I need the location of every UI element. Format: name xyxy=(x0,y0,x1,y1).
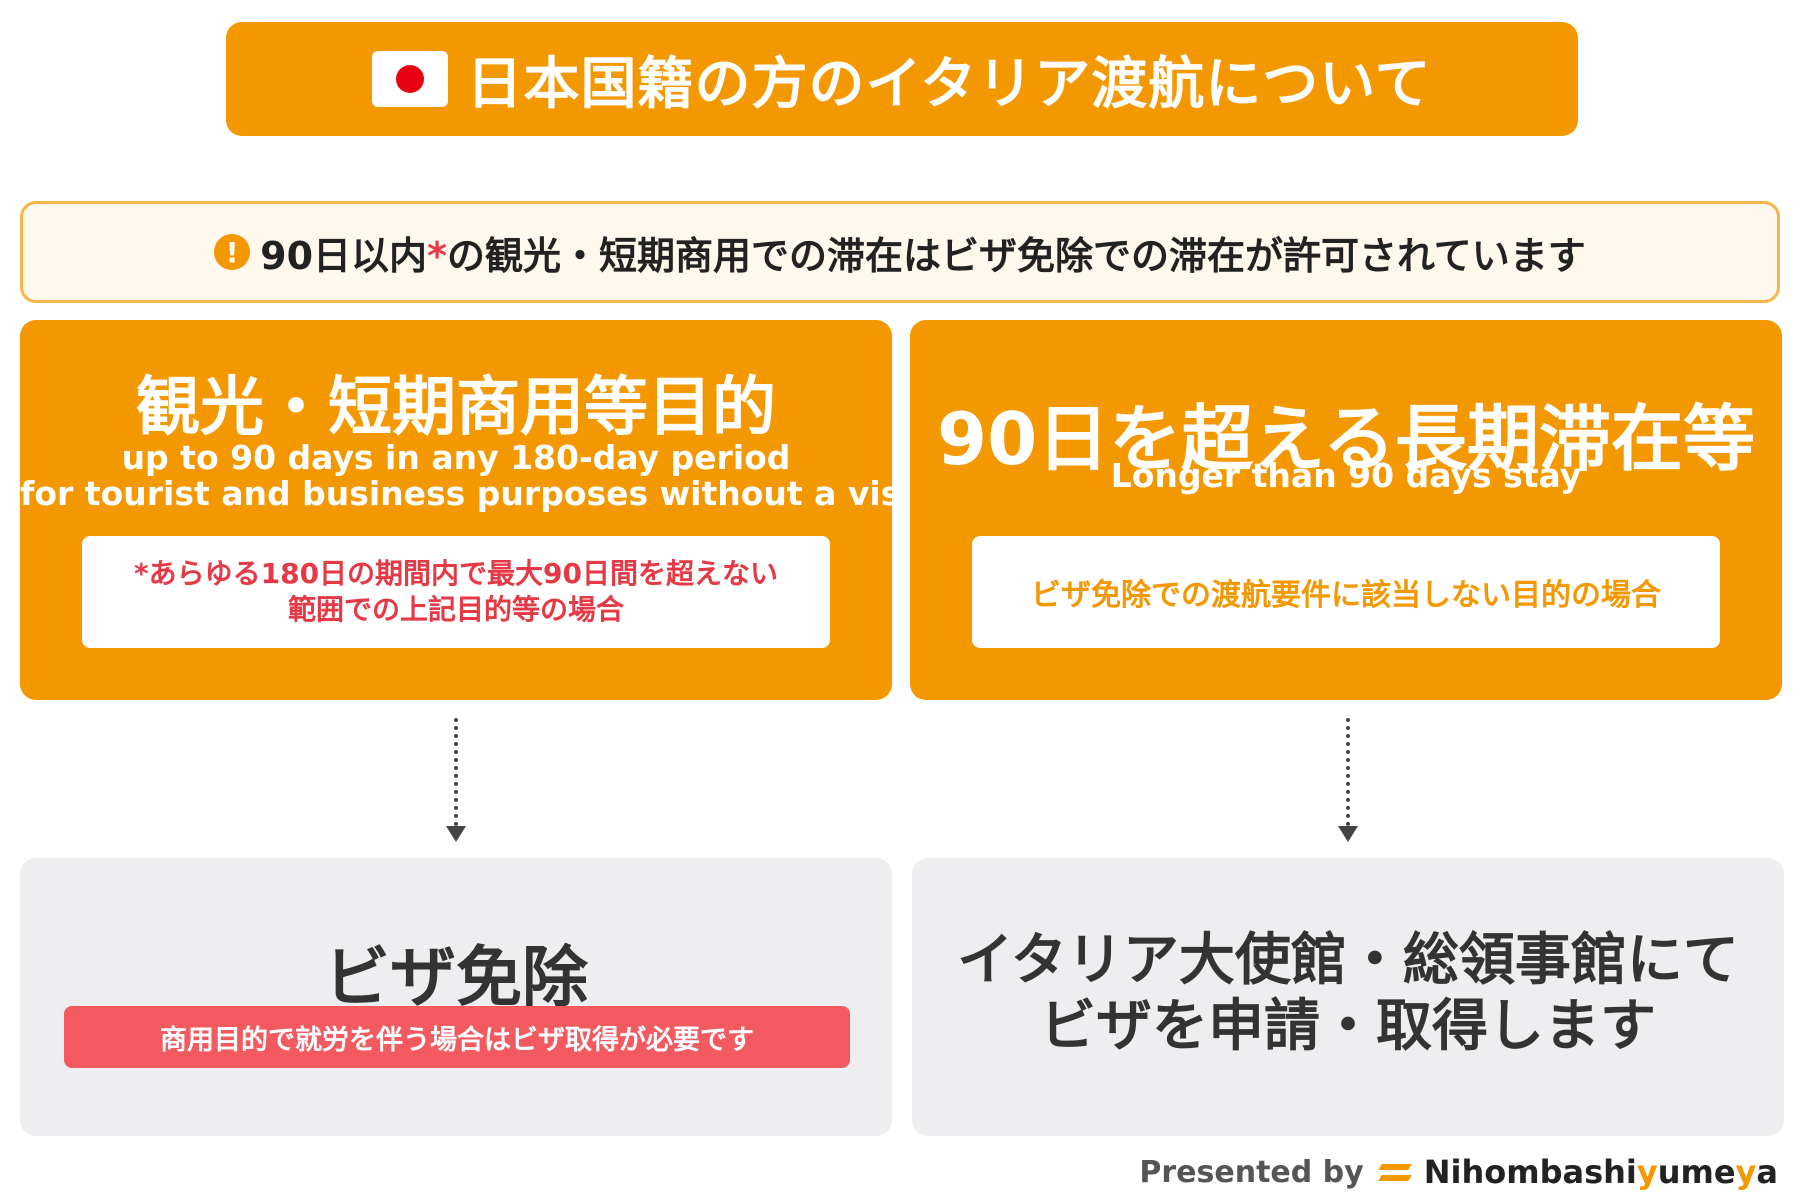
arrow-down-left-icon xyxy=(446,718,466,848)
notice-banner: ! 90日以内*の観光・短期商用での滞在はビザ免除での滞在が許可されています xyxy=(20,201,1780,303)
brand-part-4: y xyxy=(1735,1153,1757,1191)
visa-apply-line-2: ビザを申請・取得します xyxy=(1040,994,1656,1059)
brand-name: Nihombashiyumeya xyxy=(1424,1153,1778,1191)
brand-logo-icon xyxy=(1376,1156,1412,1188)
notice-text-before: 90日以内 xyxy=(260,233,428,278)
short-stay-subtitle-2: for tourist and business purposes withou… xyxy=(20,474,923,513)
short-stay-box: 観光・短期商用等目的 up to 90 days in any 180-day … xyxy=(20,320,923,700)
short-stay-title: 観光・短期商用等目的 xyxy=(136,371,776,445)
visa-apply-text: イタリア大使館・総領事館にて ビザを申請・取得します xyxy=(912,928,1784,1060)
arrow-down-right-icon xyxy=(1338,718,1358,848)
notice-text: 90日以内*の観光・短期商用での滞在はビザ免除での滞在が許可されています xyxy=(260,225,1586,280)
visa-apply-result-box: イタリア大使館・総領事館にて ビザを申請・取得します xyxy=(912,858,1784,1136)
visa-exempt-title: ビザ免除 xyxy=(324,939,588,1016)
brand-part-2: y xyxy=(1636,1153,1658,1191)
short-stay-note-line-2: 範囲での上記目的等の場合 xyxy=(287,593,624,626)
brand-part-3: ume xyxy=(1657,1153,1736,1191)
notice-star: * xyxy=(427,233,447,278)
footer-credit: Presented by Nihombashiyumeya xyxy=(1139,1150,1778,1194)
page-title: 日本国籍の方のイタリア渡航について xyxy=(466,51,1432,117)
long-stay-subtitle: Longer than 90 days stay xyxy=(1110,456,1582,495)
japan-flag-icon xyxy=(372,51,449,107)
visa-apply-line-1: イタリア大使館・総領事館にて xyxy=(957,928,1739,993)
brand-part-5: a xyxy=(1756,1153,1778,1191)
presented-by-label: Presented by xyxy=(1139,1154,1364,1190)
short-stay-note-card: *あらゆる180日の期間内で最大90日間を超えない 範囲での上記目的等の場合 xyxy=(82,536,830,648)
brand-part-1: Nihombashi xyxy=(1423,1153,1637,1191)
title-banner: 日本国籍の方のイタリア渡航について xyxy=(226,22,1578,136)
notice-text-after: の観光・短期商用での滞在はビザ免除での滞在が許可されています xyxy=(446,233,1586,278)
long-stay-note: ビザ免除での渡航要件に該当しない目的の場合 xyxy=(1031,578,1661,613)
visa-exempt-result-box: ビザ免除 商用目的で就労を伴う場合はビザ取得が必要です xyxy=(20,858,892,1136)
short-stay-note-line-1: *あらゆる180日の期間内で最大90日間を超えない xyxy=(133,557,779,590)
short-stay-subtitle-1: up to 90 days in any 180-day period xyxy=(121,438,791,477)
work-visa-warning: 商用目的で就労を伴う場合はビザ取得が必要です xyxy=(64,1006,850,1068)
exclamation-icon: ! xyxy=(214,234,251,270)
long-stay-box: 90日を超える長期滞在等 Longer than 90 days stay ビザ… xyxy=(910,320,1782,700)
long-stay-note-card: ビザ免除での渡航要件に該当しない目的の場合 xyxy=(972,536,1720,648)
long-stay-title: 90日を超える長期滞在等 xyxy=(936,397,1756,481)
